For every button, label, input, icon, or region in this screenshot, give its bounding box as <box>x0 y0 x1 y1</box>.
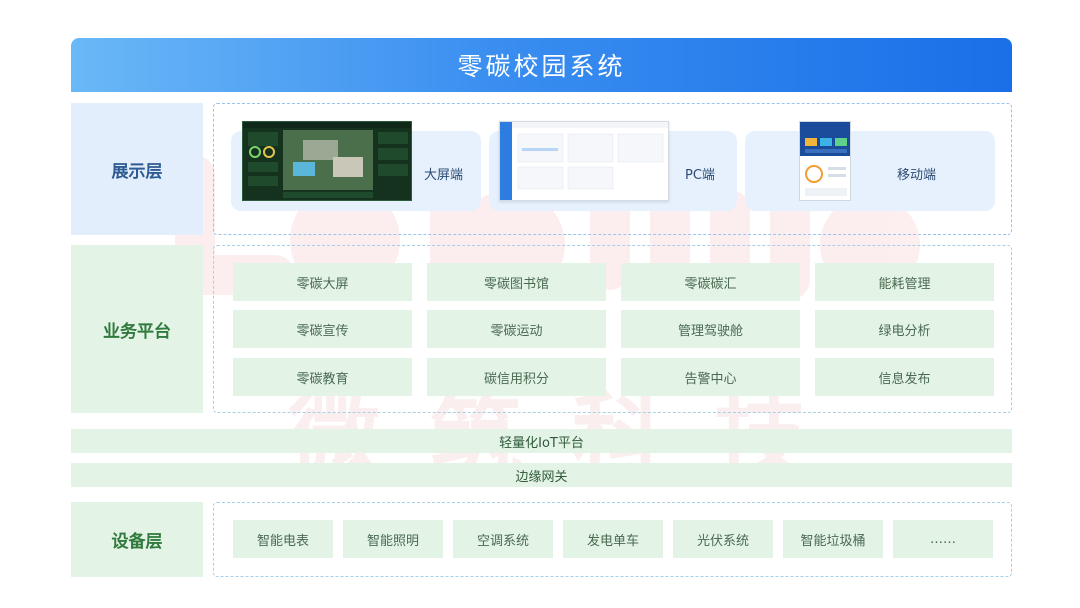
module-zero-carbon-screen[interactable]: 零碳大屏 <box>233 263 412 301</box>
device-air-conditioning[interactable]: 空调系统 <box>453 520 553 558</box>
pc-thumbnail <box>499 121 669 201</box>
edge-gateway-band: 边缘网关 <box>71 463 1012 487</box>
module-green-power-analysis[interactable]: 绿电分析 <box>815 310 994 348</box>
module-alarm-center[interactable]: 告警中心 <box>621 358 800 396</box>
module-zero-carbon-sports[interactable]: 零碳运动 <box>427 310 606 348</box>
big-screen-thumbnail <box>242 121 412 201</box>
mobile-thumbnail <box>799 121 851 201</box>
terminal-pc-label: PC端 <box>685 168 715 183</box>
device-smart-trash-bin[interactable]: 智能垃圾桶 <box>783 520 883 558</box>
business-layer-box <box>213 245 1012 413</box>
module-zero-carbon-publicity[interactable]: 零碳宣传 <box>233 310 412 348</box>
device-power-bike[interactable]: 发电单车 <box>563 520 663 558</box>
display-layer-box <box>213 103 1012 235</box>
device-layer-box <box>213 502 1012 577</box>
display-layer-label: 展示层 <box>71 103 203 235</box>
business-layer-label: 业务平台 <box>71 245 203 413</box>
terminal-mobile-card[interactable] <box>745 131 995 211</box>
device-photovoltaic[interactable]: 光伏系统 <box>673 520 773 558</box>
module-information-release[interactable]: 信息发布 <box>815 358 994 396</box>
system-title: 零碳校园系统 <box>71 38 1012 92</box>
device-smart-lighting[interactable]: 智能照明 <box>343 520 443 558</box>
device-smart-meter[interactable]: 智能电表 <box>233 520 333 558</box>
terminal-big-screen-label: 大屏端 <box>424 168 464 183</box>
module-zero-carbon-library[interactable]: 零碳图书馆 <box>427 263 606 301</box>
module-carbon-credit-points[interactable]: 碳信用积分 <box>427 358 606 396</box>
terminal-mobile-label: 移动端 <box>897 168 937 183</box>
module-zero-carbon-sink[interactable]: 零碳碳汇 <box>621 263 800 301</box>
device-layer-label: 设备层 <box>71 502 203 577</box>
module-energy-management[interactable]: 能耗管理 <box>815 263 994 301</box>
device-more[interactable]: …… <box>893 520 993 558</box>
module-zero-carbon-education[interactable]: 零碳教育 <box>233 358 412 396</box>
module-management-cockpit[interactable]: 管理驾驶舱 <box>621 310 800 348</box>
iot-platform-band: 轻量化IoT平台 <box>71 429 1012 453</box>
